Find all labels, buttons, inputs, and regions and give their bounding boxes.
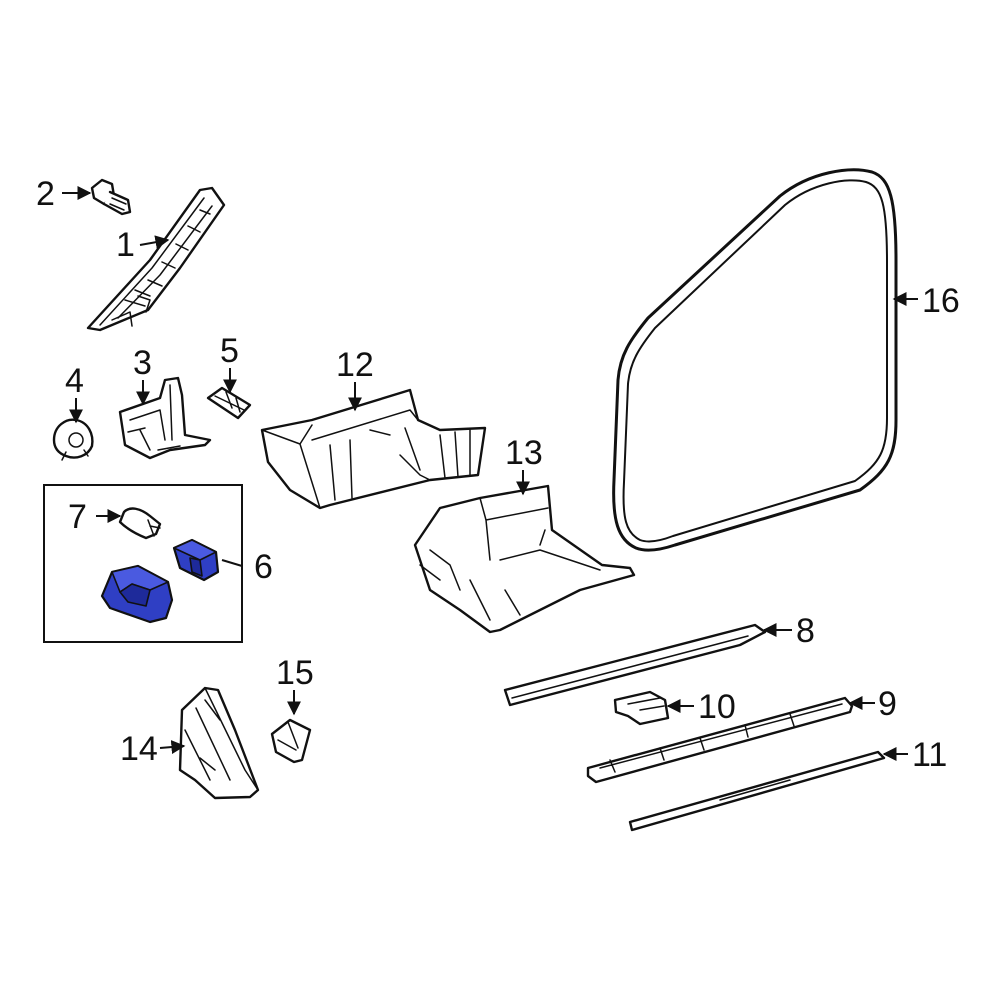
callout-6: 6	[254, 548, 273, 586]
callout-12: 12	[336, 346, 374, 384]
callout-14: 14	[120, 730, 158, 768]
part-10-clip[interactable]	[613, 690, 670, 726]
callout-2: 2	[36, 175, 55, 213]
part-12-panel[interactable]	[260, 388, 487, 510]
callout-16: 16	[922, 282, 960, 320]
callout-15: 15	[276, 654, 314, 692]
part-7-bulb[interactable]	[118, 507, 162, 540]
part-13-panel[interactable]	[413, 484, 636, 634]
callout-11: 11	[912, 736, 947, 774]
part-3-lower-trim[interactable]	[118, 376, 212, 460]
callout-labels: 2 1 3 4 5 12 13 16 8 9 10 11 7 6 14 15	[36, 175, 960, 774]
callout-4: 4	[65, 362, 84, 400]
part-8-sill-strip[interactable]	[503, 623, 767, 707]
kit-box-6	[43, 484, 243, 643]
part-1-pillar-trim[interactable]	[86, 186, 226, 332]
part-11-sill-plate[interactable]	[628, 750, 886, 832]
part-15-clip[interactable]	[270, 718, 312, 764]
callout-8: 8	[796, 612, 815, 650]
leader-14	[159, 740, 186, 755]
callout-1: 1	[116, 226, 135, 264]
callout-13: 13	[505, 434, 543, 472]
callout-3: 3	[133, 344, 152, 382]
leader-6	[221, 559, 243, 567]
callout-10: 10	[698, 688, 736, 726]
callout-5: 5	[220, 332, 239, 370]
part-9-sill-rail[interactable]	[586, 696, 854, 784]
part-4-clip[interactable]	[52, 418, 94, 461]
part-5-bracket[interactable]	[206, 386, 252, 420]
callout-7: 7	[68, 498, 87, 536]
part-6-lamp-assembly[interactable]	[100, 538, 220, 624]
part-2-bolt[interactable]	[90, 178, 132, 216]
part-14-trim[interactable]	[178, 686, 260, 800]
part-16-weatherstrip[interactable]	[612, 168, 898, 552]
leader-1	[139, 235, 170, 250]
callout-9: 9	[878, 685, 897, 723]
leader-arrows	[62, 186, 918, 761]
